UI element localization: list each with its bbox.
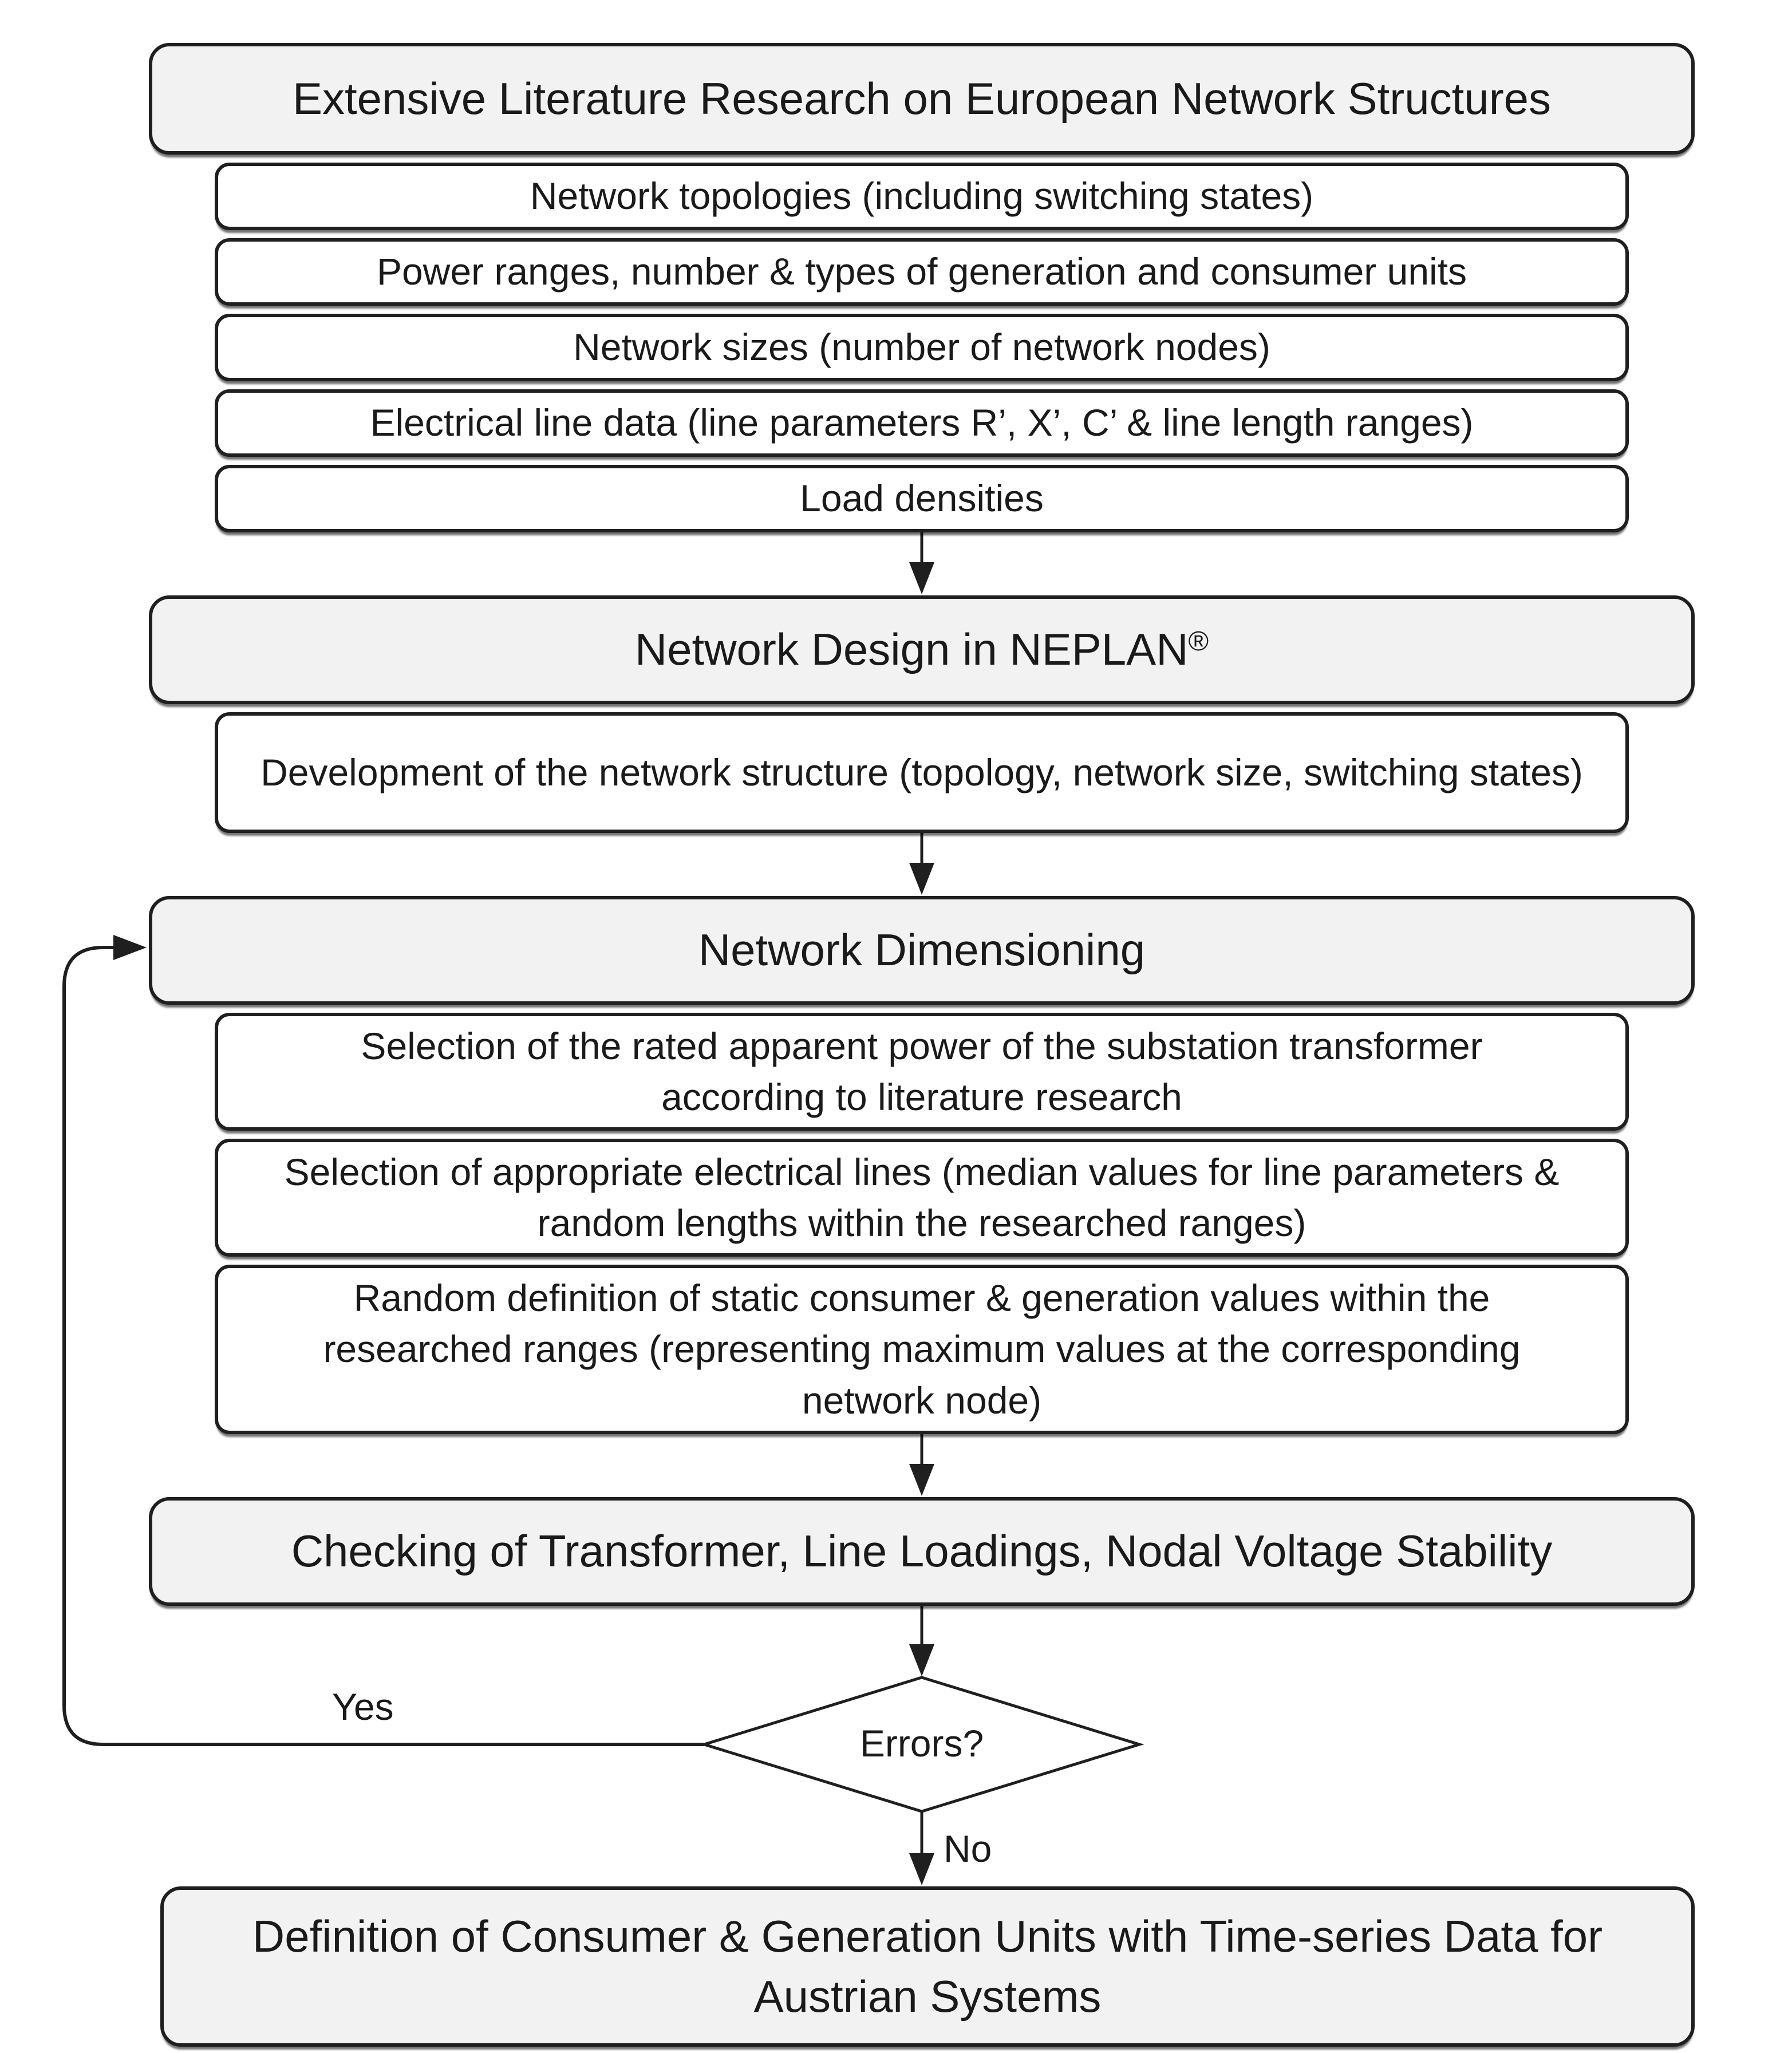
dimensioning-item-box: Random definition of static consumer & g… xyxy=(215,1265,1629,1434)
literature-header-label: Extensive Literature Research on Europea… xyxy=(292,73,1552,124)
arrow-down-icon xyxy=(909,1464,934,1496)
arrow-down-icon xyxy=(909,1853,934,1885)
final-box: Definition of Consumer & Generation Unit… xyxy=(160,1886,1695,2047)
literature-item-box: Power ranges, number & types of generati… xyxy=(215,238,1629,306)
registered-mark: ® xyxy=(1188,626,1209,657)
connector-yes-loop xyxy=(62,946,704,1746)
arrow-right-icon xyxy=(113,935,147,960)
literature-item-label: Load densities xyxy=(800,477,1044,520)
literature-item-box: Network topologies (including switching … xyxy=(215,163,1629,230)
arrow-down-icon xyxy=(909,863,934,895)
literature-item-label: Network sizes (number of network nodes) xyxy=(573,326,1270,369)
literature-item-box: Load densities xyxy=(215,465,1629,532)
design-item-label: Development of the network structure (to… xyxy=(260,751,1583,793)
dimensioning-item-label: Random definition of static consumer & g… xyxy=(323,1277,1521,1422)
dimensioning-item-box: Selection of appropriate electrical line… xyxy=(215,1139,1629,1257)
dimensioning-item-box: Selection of the rated apparent power of… xyxy=(215,1013,1629,1131)
checking-box-label: Checking of Transformer, Line Loadings, … xyxy=(291,1526,1553,1577)
neplan-header-label: Network Design in NEPLAN® xyxy=(635,619,1209,680)
literature-header-box: Extensive Literature Research on Europea… xyxy=(149,43,1695,155)
arrow-down-icon xyxy=(909,562,934,594)
dimensioning-item-label: Selection of the rated apparent power of… xyxy=(361,1024,1483,1118)
literature-item-label: Power ranges, number & types of generati… xyxy=(376,250,1467,293)
decision-label: Errors? xyxy=(859,1722,984,1764)
edge-label-no: No xyxy=(944,1827,992,1870)
neplan-header-box: Network Design in NEPLAN® xyxy=(149,595,1695,704)
literature-item-box: Electrical line data (line parameters R’… xyxy=(215,389,1629,457)
dimensioning-item-label: Selection of appropriate electrical line… xyxy=(284,1150,1560,1244)
literature-item-label: Network topologies (including switching … xyxy=(530,175,1314,218)
dimensioning-header-label: Network Dimensioning xyxy=(698,925,1146,976)
neplan-header-text: Network Design in NEPLAN xyxy=(634,624,1189,675)
literature-item-label: Electrical line data (line parameters R’… xyxy=(370,401,1474,444)
edge-label-yes: Yes xyxy=(332,1685,394,1728)
arrow-down-icon xyxy=(909,1644,934,1676)
literature-item-box: Network sizes (number of network nodes) xyxy=(215,314,1629,381)
dimensioning-header-box: Network Dimensioning xyxy=(149,896,1695,1005)
final-box-label: Definition of Consumer & Generation Unit… xyxy=(252,1910,1603,2022)
checking-box: Checking of Transformer, Line Loadings, … xyxy=(149,1497,1695,1606)
design-item-box: Development of the network structure (to… xyxy=(215,712,1629,833)
